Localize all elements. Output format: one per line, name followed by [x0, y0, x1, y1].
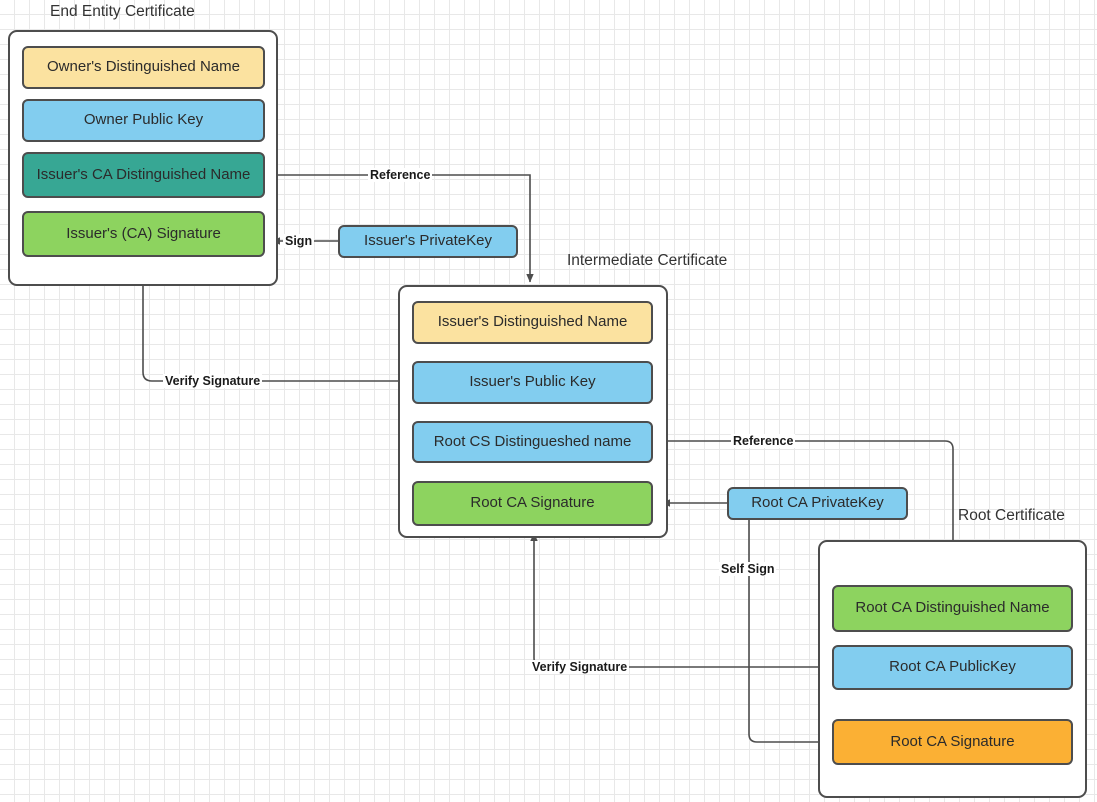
- edge-label-sign-1: Sign: [283, 234, 315, 248]
- edge-label-reference-1: Reference: [368, 168, 433, 182]
- field-root-cs-distingueshed-name[interactable]: Root CS Distingueshed name: [412, 421, 653, 463]
- field-root-ca-publickey[interactable]: Root CA PublicKey: [832, 645, 1073, 690]
- field-root-ca-signature-root[interactable]: Root CA Signature: [832, 719, 1073, 765]
- edge-label-self-sign: Self Sign: [719, 562, 777, 576]
- edge-label-reference-2: Reference: [731, 434, 796, 448]
- edge-self-sign: [748, 520, 827, 746]
- field-root-ca-distinguished-name[interactable]: Root CA Distinguished Name: [832, 585, 1073, 632]
- edge-label-verify-2: Verify Signature: [530, 660, 630, 674]
- field-issuers-ca-distinguished-name[interactable]: Issuer's CA Distinguished Name: [22, 152, 265, 198]
- field-owners-distinguished-name[interactable]: Owner's Distinguished Name: [22, 46, 265, 89]
- end-entity-certificate-title: End Entity Certificate: [50, 3, 195, 20]
- field-root-ca-signature-intermediate[interactable]: Root CA Signature: [412, 481, 653, 526]
- field-issuers-public-key[interactable]: Issuer's Public Key: [412, 361, 653, 404]
- key-issuers-privatekey[interactable]: Issuer's PrivateKey: [338, 225, 518, 258]
- root-certificate-title: Root Certificate: [958, 507, 1065, 524]
- field-owner-public-key[interactable]: Owner Public Key: [22, 99, 265, 142]
- key-root-ca-privatekey[interactable]: Root CA PrivateKey: [727, 487, 908, 520]
- field-issuers-distinguished-name[interactable]: Issuer's Distinguished Name: [412, 301, 653, 344]
- field-issuers-ca-signature[interactable]: Issuer's (CA) Signature: [22, 211, 265, 257]
- intermediate-certificate-title: Intermediate Certificate: [567, 252, 728, 269]
- edge-label-verify-1: Verify Signature: [163, 374, 263, 388]
- edge-verify-2: [530, 532, 832, 668]
